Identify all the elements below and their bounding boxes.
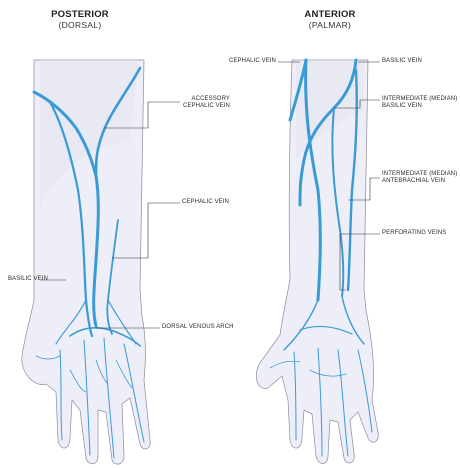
label-perforating-veins: PERFORATING VEINS (382, 230, 446, 237)
label-intermediate-antebrachial-vein: INTERMEDIATE (MEDIAN) ANTEBRACHIAL VEIN (382, 171, 457, 185)
label-cephalic-vein-posterior: CEPHALIC VEIN (182, 199, 229, 206)
label-basilic-vein-posterior: BASILIC VEIN (8, 276, 48, 283)
label-cephalic-vein-anterior: CEPHALIC VEIN (200, 58, 276, 65)
label-accessory-cephalic-vein: ACCESSORY CEPHALIC VEIN (140, 96, 230, 110)
posterior-title: POSTERIOR (DORSAL) (30, 10, 130, 31)
label-dorsal-venous-arch: DORSAL VENOUS ARCH (162, 324, 234, 331)
anterior-title: ANTERIOR (PALMAR) (280, 10, 380, 31)
posterior-title-sub: (DORSAL) (30, 21, 130, 31)
label-basilic-vein-anterior: BASILIC VEIN (382, 58, 422, 65)
label-intermediate-antebrachial-line1: INTERMEDIATE (MEDIAN) (382, 171, 457, 178)
label-accessory-cephalic-line1: ACCESSORY (140, 96, 230, 103)
label-accessory-cephalic-line2: CEPHALIC VEIN (140, 103, 230, 110)
label-intermediate-basilic-line2: BASILIC VEIN (382, 103, 457, 110)
label-intermediate-basilic-line1: INTERMEDIATE (MEDIAN) (382, 96, 457, 103)
anterior-forearm (256, 60, 378, 464)
anterior-title-sub: (PALMAR) (280, 21, 380, 31)
label-intermediate-antebrachial-line2: ANTEBRACHIAL VEIN (382, 178, 457, 185)
posterior-forearm (22, 60, 150, 464)
label-intermediate-basilic-vein: INTERMEDIATE (MEDIAN) BASILIC VEIN (382, 96, 457, 110)
